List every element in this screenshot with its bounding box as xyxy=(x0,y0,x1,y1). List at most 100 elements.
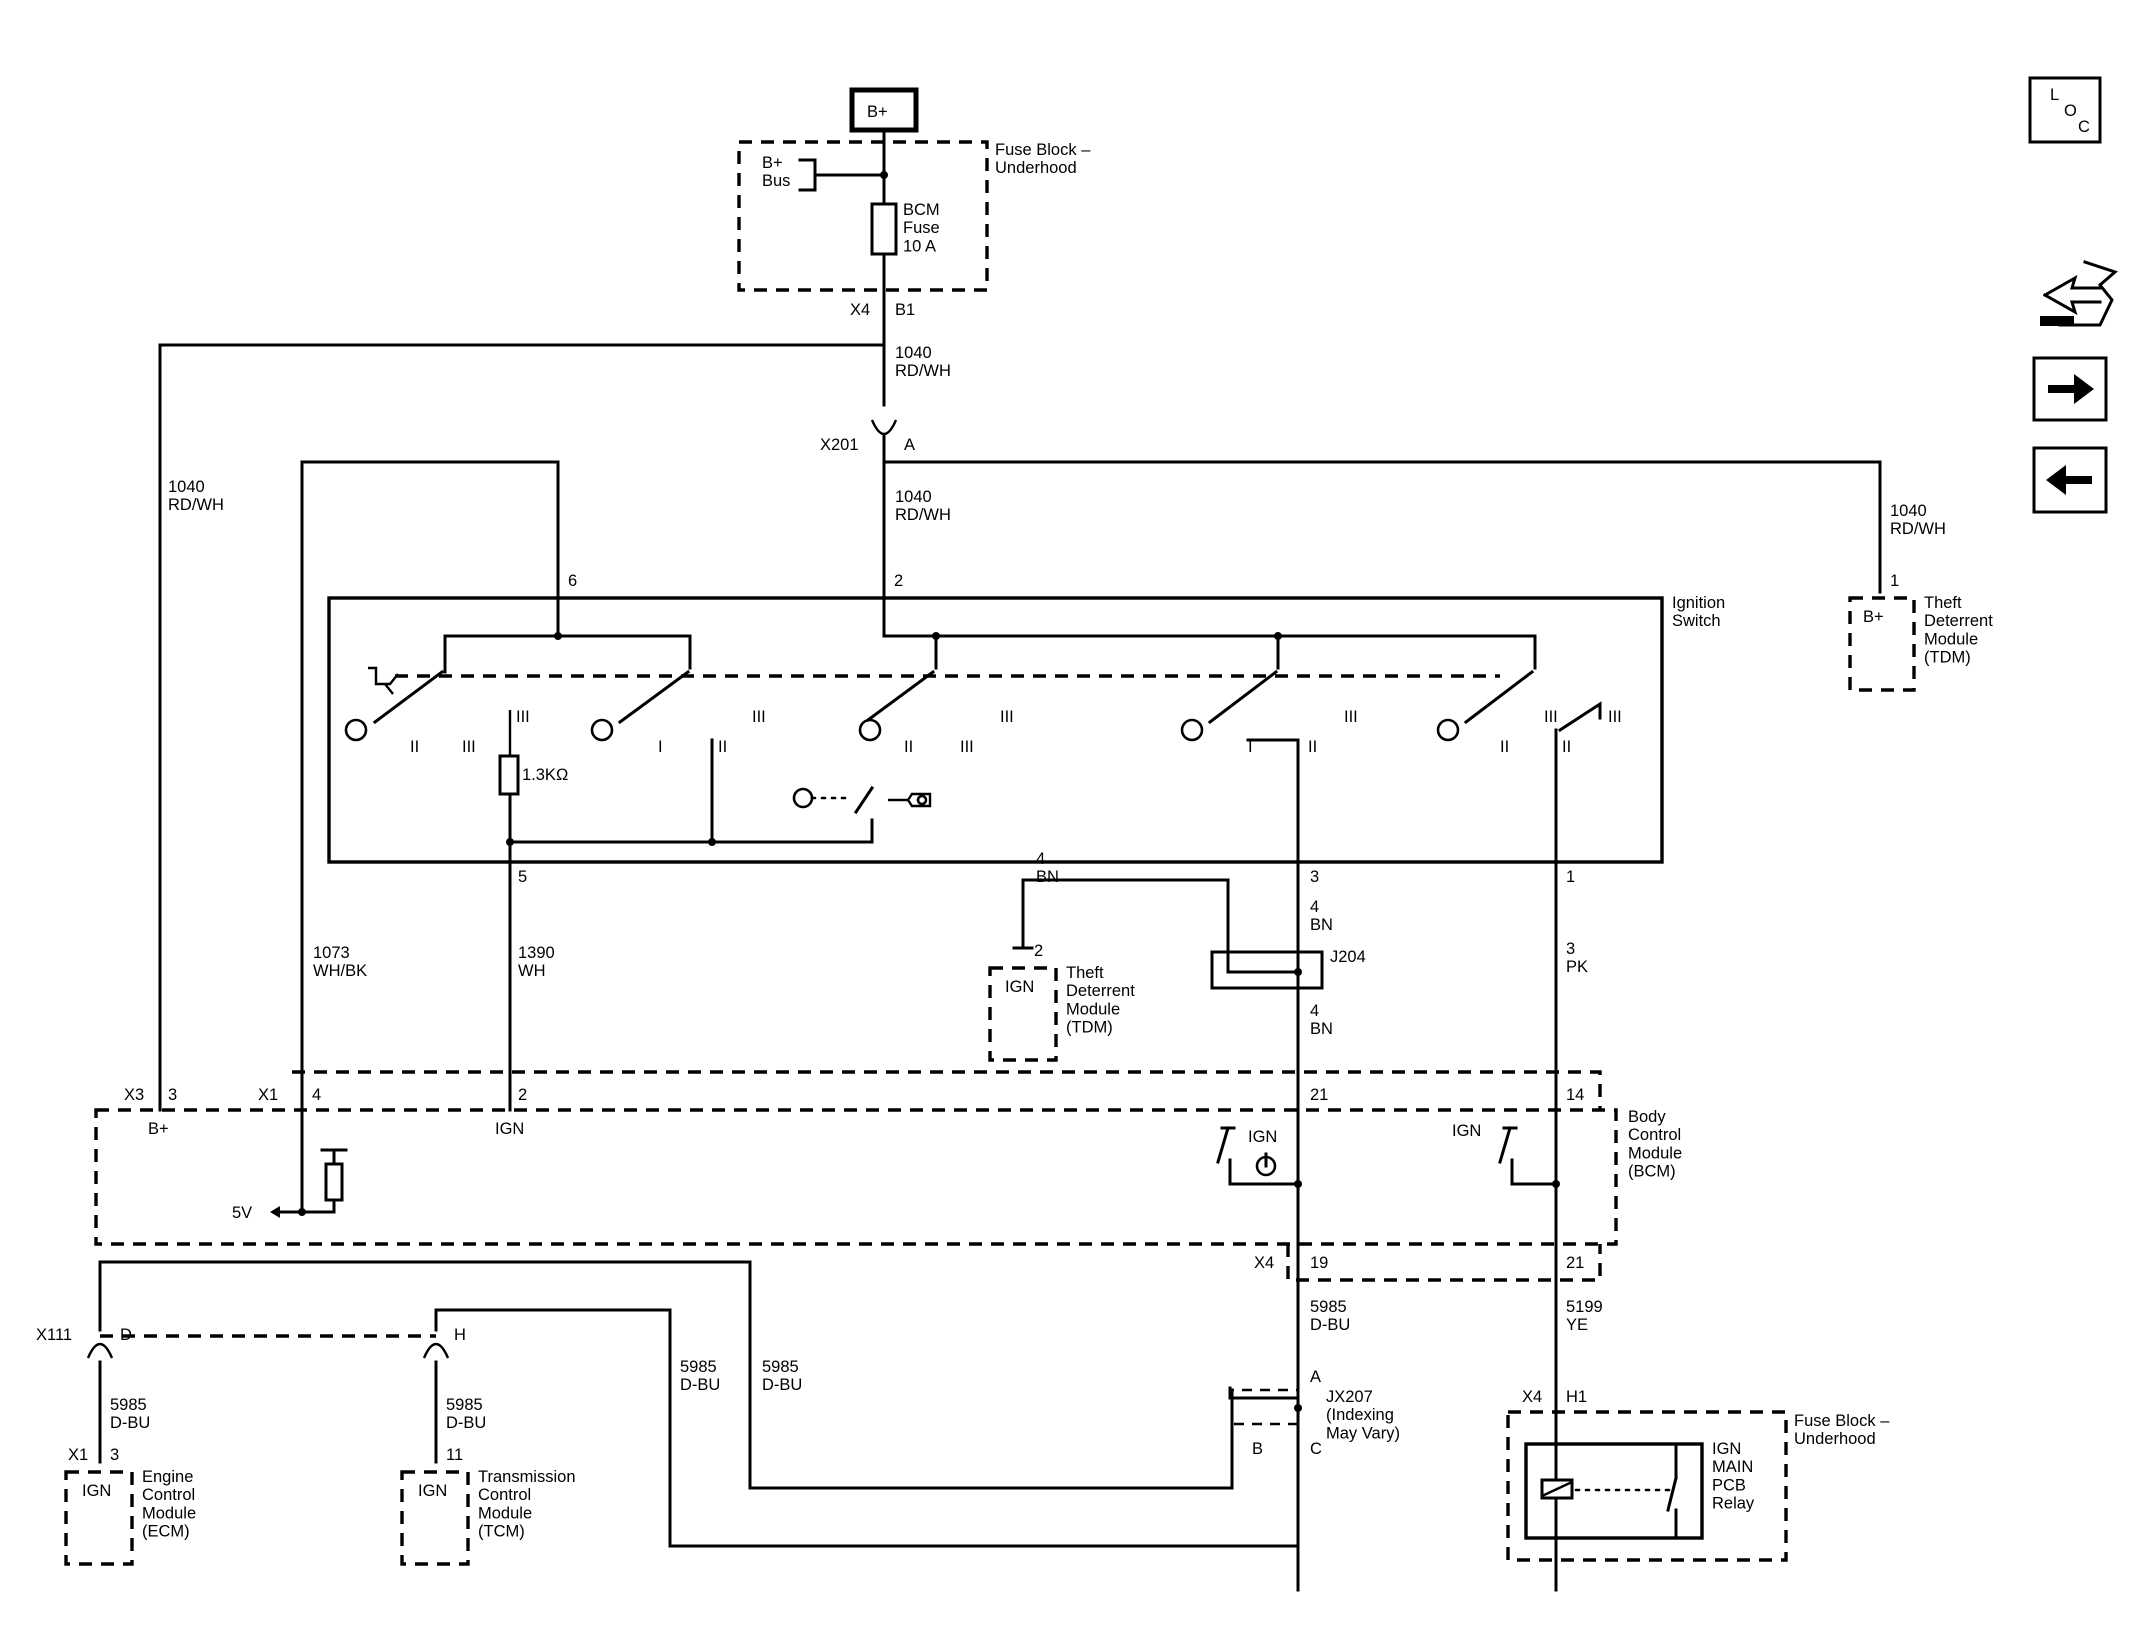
five-v: 5V xyxy=(232,1204,252,1222)
x201-label: X201 xyxy=(820,436,859,454)
pos-2b: II xyxy=(718,738,727,756)
resistor-1k3 xyxy=(498,754,520,796)
j204 xyxy=(1210,950,1324,990)
pin-h: H xyxy=(454,1326,466,1344)
bcm-ign-right: IGN xyxy=(1452,1122,1481,1140)
busbar-right xyxy=(882,598,1537,670)
pos-2a: I xyxy=(658,738,663,756)
loc-icon[interactable]: L O C xyxy=(2028,76,2102,144)
jx207-a: A xyxy=(1310,1368,1321,1386)
pullup-top xyxy=(320,1148,348,1166)
bcm-switch-right: IGN xyxy=(1452,1122,1560,1188)
arrow-right-icon[interactable] xyxy=(2032,356,2108,422)
bcm-pullup-resistor xyxy=(324,1162,344,1202)
bcm-5v-arrow xyxy=(270,1206,280,1218)
pos-5b: III xyxy=(1544,708,1558,726)
node-2a xyxy=(932,632,940,640)
fuse-block-top-label: Fuse Block –Underhood xyxy=(995,141,1091,177)
x4-h1: X4 xyxy=(1522,1388,1542,1406)
pin-3: 3 xyxy=(1310,868,1319,886)
wire-pos3 xyxy=(1246,738,1300,1592)
pin-2: 2 xyxy=(894,572,903,590)
internal-bus xyxy=(508,738,874,1112)
pos-5a: II xyxy=(1500,738,1509,756)
pos-6b: III xyxy=(1608,708,1622,726)
wire-5985-tcm-loop xyxy=(434,1308,1300,1548)
bcm-fuse xyxy=(870,202,898,256)
ecm-conn: X1 xyxy=(68,1446,88,1464)
jx207-b: B xyxy=(1252,1440,1263,1458)
wrench-arrows-icon[interactable] xyxy=(2040,260,2118,327)
bplus-bus-label: B+Bus xyxy=(762,154,790,190)
ignition-switch xyxy=(327,596,1664,864)
x111-pin-d xyxy=(86,1342,114,1359)
x111: X111 xyxy=(36,1326,72,1344)
bplus-source: B+ xyxy=(849,87,919,133)
loc-letter-o: O xyxy=(2064,102,2077,120)
node-mid xyxy=(708,838,716,846)
jx207-c: C xyxy=(1310,1440,1322,1458)
pos-4b: II xyxy=(1308,738,1317,756)
bus-node xyxy=(880,171,888,179)
jx207-outline xyxy=(1230,1388,1300,1426)
wire-tdm-left xyxy=(1021,878,1300,974)
wire-1073-loop xyxy=(300,460,560,1214)
fuse-block-bottom xyxy=(1506,1410,1788,1562)
pos-1b: III xyxy=(462,738,476,756)
node-6 xyxy=(554,632,562,640)
x201-connector xyxy=(870,419,898,436)
switch-positions: II III III I II III II III III I II III … xyxy=(410,708,1622,756)
pullup-node xyxy=(298,1208,306,1216)
pos-3a: II xyxy=(904,738,913,756)
ign-main-relay xyxy=(1524,1442,1704,1540)
bcm-ign-mid: IGN xyxy=(1248,1128,1277,1146)
pos-4a: I xyxy=(1248,738,1253,756)
key-icon xyxy=(916,794,928,806)
relay-coil-diag xyxy=(1541,1480,1573,1498)
j204-node xyxy=(1294,968,1302,976)
h1: H1 xyxy=(1566,1388,1587,1406)
busbar-left xyxy=(443,634,692,674)
ecm-pin: 3 xyxy=(110,1446,119,1464)
pin-19: 19 xyxy=(1310,1254,1328,1272)
tdm-right xyxy=(1848,596,1916,692)
pos-1a: II xyxy=(410,738,419,756)
arrow-left-icon[interactable] xyxy=(2032,446,2108,514)
resistor-label: 1.3KΩ xyxy=(522,766,568,784)
bcm-ign-left: IGN xyxy=(495,1120,524,1138)
x3-label: X3 xyxy=(124,1086,144,1104)
pos-3c: III xyxy=(1000,708,1014,726)
pin-14-bcm: 14 xyxy=(1566,1086,1584,1104)
x4-bcm: X4 xyxy=(1254,1254,1274,1272)
x1-pin-4: 4 xyxy=(312,1086,321,1104)
tdm-left xyxy=(988,966,1058,1062)
pin-d: D xyxy=(120,1326,132,1344)
wire-1040-to-bcm xyxy=(158,343,886,1112)
tdm-left-pin: 2 xyxy=(1034,942,1043,960)
bplus-bus xyxy=(798,158,886,192)
x3-pin: 3 xyxy=(168,1086,177,1104)
bcm-connector-x4 xyxy=(1286,1244,1602,1282)
jx207-node-a xyxy=(1294,1404,1302,1412)
pos-2c: III xyxy=(752,708,766,726)
